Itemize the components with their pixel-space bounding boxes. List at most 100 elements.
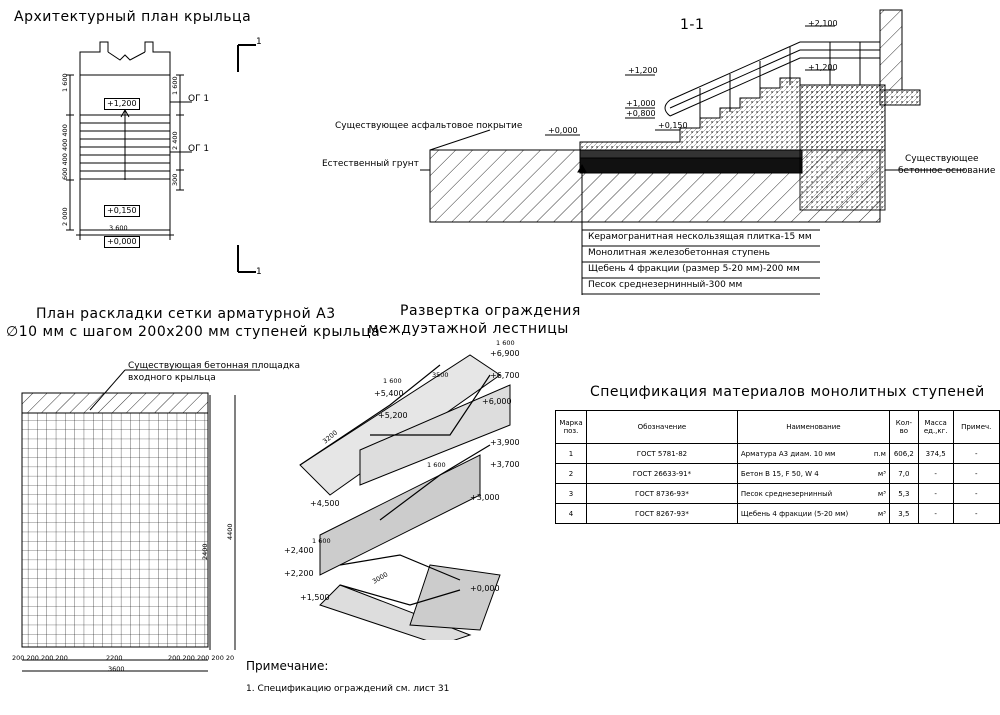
spec-cell-note: - [952, 483, 1000, 504]
spec-cell-code: ГОСТ 26633-91* [585, 463, 738, 484]
section-level-0000: +0,000 [548, 126, 578, 135]
spec-name-text: Бетон В 15, F 50, W 4 [740, 469, 819, 478]
plan-section-mark-top: 1 [256, 37, 262, 47]
spec-cell-qty: 3,5 [888, 503, 919, 524]
spec-header-name: Наименование [736, 410, 890, 444]
section-level-1000: +1,000 [626, 99, 656, 108]
spec-cell-note: - [952, 443, 1000, 464]
spec-cell-mass: - [917, 483, 954, 504]
spec-header-note: Примеч. [952, 410, 1000, 444]
railing-level-2400: +2,400 [284, 546, 314, 555]
section-level-2100: +2,100 [808, 19, 838, 28]
spec-cell-qty: 7,0 [888, 463, 919, 484]
spec-cell-pos: 4 [555, 503, 587, 524]
railing-level-5400: +5,400 [374, 389, 404, 398]
mesh-title-line2: ∅10 мм с шагом 200х200 мм ступеней крыль… [6, 324, 381, 340]
plan-dim-left-1: 1 600 [61, 73, 69, 92]
spec-unit-text: м³ [877, 489, 886, 498]
spec-name-text: Арматура А3 диам. 10 мм [740, 449, 836, 458]
railing-drawing [299, 354, 511, 640]
layer-sand: Песок среднезернинный-300 мм [588, 280, 743, 290]
plan-dim-left-2: 600 400 400 400 [61, 124, 69, 180]
table-row: 4 ГОСТ 8267-93* Щебень 4 фракции (5-20 м… [555, 503, 1000, 524]
railing-dim-top: 1 600 [496, 339, 515, 347]
spec-unit-text: п.м [873, 449, 886, 458]
spec-cell-mass: - [917, 463, 954, 484]
railing-level-3000: +3,000 [470, 493, 500, 502]
railing-title-line2: междуэтажной лестницы [368, 321, 569, 337]
spec-name-text: Щебень 4 фракции (5-20 мм) [740, 509, 849, 518]
spec-unit-text: м³ [877, 509, 886, 518]
railing-level-0000: +0,000 [470, 584, 500, 593]
spec-name-text: Песок среднезернинный [740, 489, 833, 498]
railing-dim-mid: 1 600 [427, 461, 446, 469]
plan-level-mid: +0,150 [104, 205, 140, 217]
mesh-platform-label-2: входного крыльца [128, 373, 216, 383]
section-level-0800: +0,800 [626, 109, 656, 118]
mesh-dim-total-h: 4400 [226, 523, 234, 540]
spec-cell-qty: 5,3 [888, 483, 919, 504]
plan-og1-label: ОГ 1 [188, 94, 210, 104]
spec-cell-mass: 374,5 [917, 443, 954, 464]
plan-level-top: +1,200 [104, 98, 140, 110]
plan-dim-right-3: 300 [171, 173, 179, 186]
railing-level-6900: +6,900 [490, 349, 520, 358]
railing-dim-upper-left: 1 600 [383, 377, 402, 385]
spec-header-qty: Кол-во [888, 410, 919, 444]
porch-plan-drawing [66, 41, 256, 273]
mesh-plan-drawing [21, 369, 260, 672]
spec-cell-pos: 1 [555, 443, 587, 464]
section-level-1200b: +1,200 [808, 63, 838, 72]
spec-header-row: Марка поз. Обозначение Наименование Кол-… [555, 410, 1000, 444]
spec-cell-code: ГОСТ 5781-82 [585, 443, 738, 464]
spec-cell-note: - [952, 463, 1000, 484]
layer-gravel: Щебень 4 фракции (размер 5-20 мм)-200 мм [588, 264, 800, 274]
spec-cell-name: Песок среднезернинный м³ [736, 483, 890, 504]
railing-level-3900: +3,900 [490, 438, 520, 447]
mesh-dim-bottom-right: 200 200 200 200 20 [168, 654, 235, 662]
railing-level-3700: +3,700 [490, 460, 520, 469]
railing-title-line1: Развертка ограждения [400, 303, 581, 319]
section-level-1200a: +1,200 [628, 66, 658, 75]
railing-level-4500: +4,500 [310, 499, 340, 508]
railing-level-6000: +6,000 [482, 397, 512, 406]
spec-cell-code: ГОСТ 8267-93* [585, 503, 738, 524]
railing-level-6700: +6,700 [490, 371, 520, 380]
spec-cell-name: Арматура А3 диам. 10 мм п.м [736, 443, 890, 464]
section-concrete-label-1: Существующее [905, 154, 979, 164]
railing-dim-lower: 1 600 [312, 537, 331, 545]
layer-monolith: Монолитная железобетонная ступень [588, 248, 770, 258]
layer-tile: Керамогранитная нескользящая плитка-15 м… [588, 232, 812, 242]
railing-level-2200: +2,200 [284, 569, 314, 578]
plan-og2-label: ОГ 1 [188, 144, 210, 154]
spec-header-code: Обозначение [585, 410, 738, 444]
plan-dim-left-3: 2 000 [61, 207, 69, 226]
spec-header-pos: Марка поз. [555, 410, 587, 444]
section-title: 1-1 [680, 17, 705, 33]
spec-cell-pos: 3 [555, 483, 587, 504]
mesh-dim-bottom-total: 3600 [108, 665, 125, 673]
spec-cell-note: - [952, 503, 1000, 524]
spec-cell-code: ГОСТ 8736-93* [585, 483, 738, 504]
table-row: 1 ГОСТ 5781-82 Арматура А3 диам. 10 мм п.… [555, 443, 1000, 464]
mesh-platform-label-1: Существующая бетонная площадка [128, 361, 300, 371]
note-heading: Примечание: [246, 659, 329, 673]
mesh-dim-bottom-mid: 2200 [106, 654, 123, 662]
spec-cell-pos: 2 [555, 463, 587, 484]
plan-dim-right-1: 1 600 [171, 76, 179, 95]
section-level-0150: +0,150 [658, 121, 688, 130]
spec-header-mass: Масса ед.,кг. [917, 410, 954, 444]
spec-cell-qty: 606,2 [888, 443, 919, 464]
plan-title: Архитектурный план крыльца [14, 9, 252, 25]
spec-cell-name: Щебень 4 фракции (5-20 мм) м³ [736, 503, 890, 524]
plan-section-mark-bottom: 1 [256, 267, 262, 277]
spec-title: Спецификация материалов монолитных ступе… [590, 384, 985, 400]
spec-cell-mass: - [917, 503, 954, 524]
section-concrete-label-2: бетонное основание [898, 166, 996, 176]
plan-dim-right-2: 2 400 [171, 131, 179, 150]
mesh-dim-bottom-left: 200 200 200 200 [12, 654, 68, 662]
section-asphalt-label: Существующее асфальтовое покрытие [335, 121, 523, 131]
mesh-dim-mid-h: 2400 [201, 543, 209, 560]
